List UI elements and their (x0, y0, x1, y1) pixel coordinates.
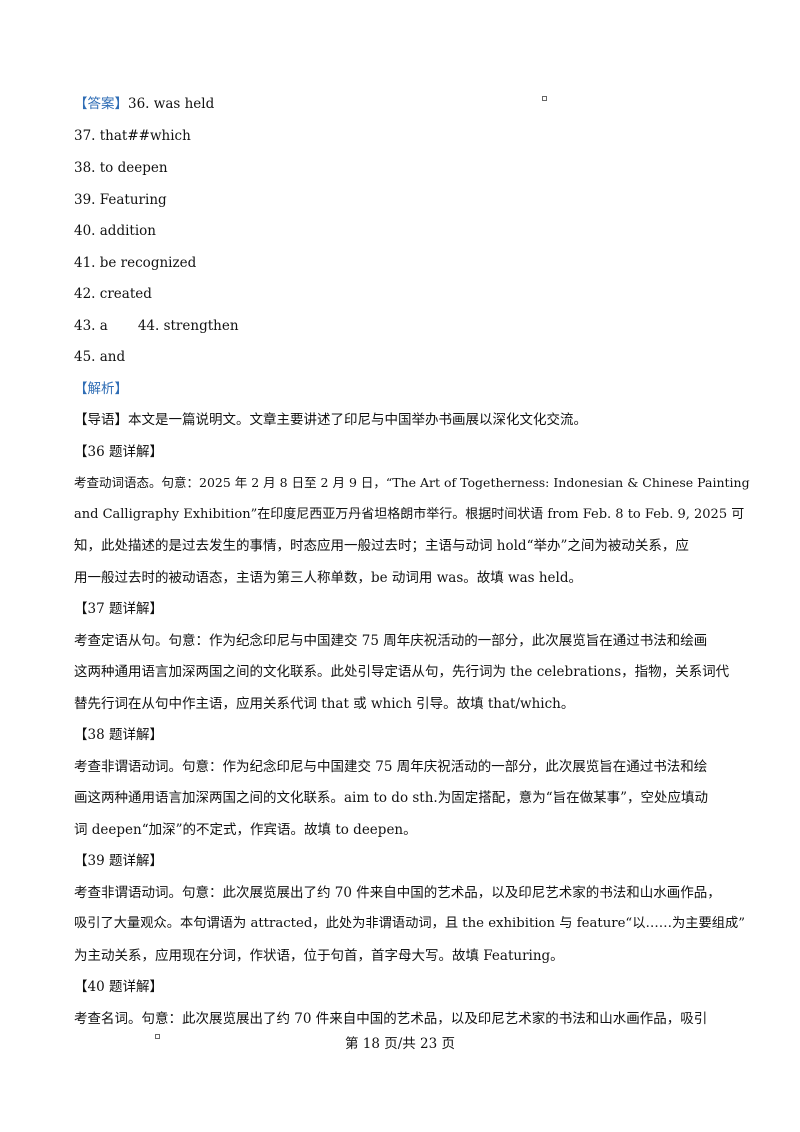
q36-heading: 【36 题详解】 (74, 444, 163, 460)
q39-line: 为主动关系，应用现在分词，作状语，位于句首，首字母大写。故填 Featuring… (74, 948, 564, 964)
q38-heading: 【38 题详解】 (74, 727, 163, 743)
q40-line: 考查名词。句意：此次展览展出了约 70 件来自中国的艺术品，以及印尼艺术家的书法… (74, 1011, 708, 1027)
answer-42: 42. created (74, 286, 152, 302)
q38-line: 考查非谓语动词。句意：作为纪念印尼与中国建交 75 周年庆祝活动的一部分，此次展… (74, 759, 708, 775)
answer-43-44: 43. a 44. strengthen (74, 316, 239, 336)
q36-line: and Calligraphy Exhibition”在印度尼西亚万丹省坦格朗市… (74, 507, 745, 522)
corner-mark-top (542, 96, 547, 101)
q36-line: 考查动词语态。句意：2025 年 2 月 8 日至 2 月 9 日，“The A… (74, 475, 750, 490)
answer-43: 43. a (74, 318, 108, 334)
answer-39: 39. Featuring (74, 192, 167, 208)
intro-text: 【导语】本文是一篇说明文。文章主要讲述了印尼与中国举办书画展以深化文化交流。 (74, 412, 587, 428)
answer-41: 41. be recognized (74, 255, 197, 271)
q36-line: 知，此处描述的是过去发生的事情，时态应用一般过去时；主语与动词 hold“举办”… (74, 538, 689, 554)
answer-40: 40. addition (74, 223, 156, 239)
page-number: 第 18 页/共 23 页 (344, 1036, 456, 1052)
q37-line: 考查定语从句。句意：作为纪念印尼与中国建交 75 周年庆祝活动的一部分，此次展览… (74, 633, 708, 649)
analysis-label: 【解析】 (74, 381, 128, 397)
answer-38: 38. to deepen (74, 160, 168, 176)
q38-line: 画这两种通用语言加深两国之间的文化联系。aim to do sth.为固定搭配，… (74, 790, 709, 806)
q36-line: 用一般过去时的被动语态，主语为第三人称单数，be 动词用 was。故填 was … (74, 570, 583, 586)
answer-37: 37. that##which (74, 128, 191, 144)
corner-mark-bottom (155, 1034, 160, 1039)
answer-text: 36. was held (128, 96, 215, 112)
answer-label: 【答案】 (74, 96, 128, 112)
q39-line: 考查非谓语动词。句意：此次展览展出了约 70 件来自中国的艺术品，以及印尼艺术家… (74, 885, 721, 901)
q38-line: 词 deepen“加深”的不定式，作宾语。故填 to deepen。 (74, 822, 417, 838)
q37-heading: 【37 题详解】 (74, 601, 163, 617)
answer-45: 45. and (74, 349, 126, 365)
q40-heading: 【40 题详解】 (74, 979, 163, 995)
answer-36: 【答案】36. was held (74, 94, 214, 114)
q39-line: 吸引了大量观众。本句谓语为 attracted，此处为非谓语动词，且 the e… (74, 916, 745, 931)
q37-line: 替先行词在从句中作主语，应用关系代词 that 或 which 引导。故填 th… (74, 696, 575, 712)
q37-line: 这两种通用语言加深两国之间的文化联系。此处引导定语从句，先行词为 the cel… (74, 664, 730, 680)
q39-heading: 【39 题详解】 (74, 853, 163, 869)
answer-44: 44. strengthen (137, 318, 239, 334)
